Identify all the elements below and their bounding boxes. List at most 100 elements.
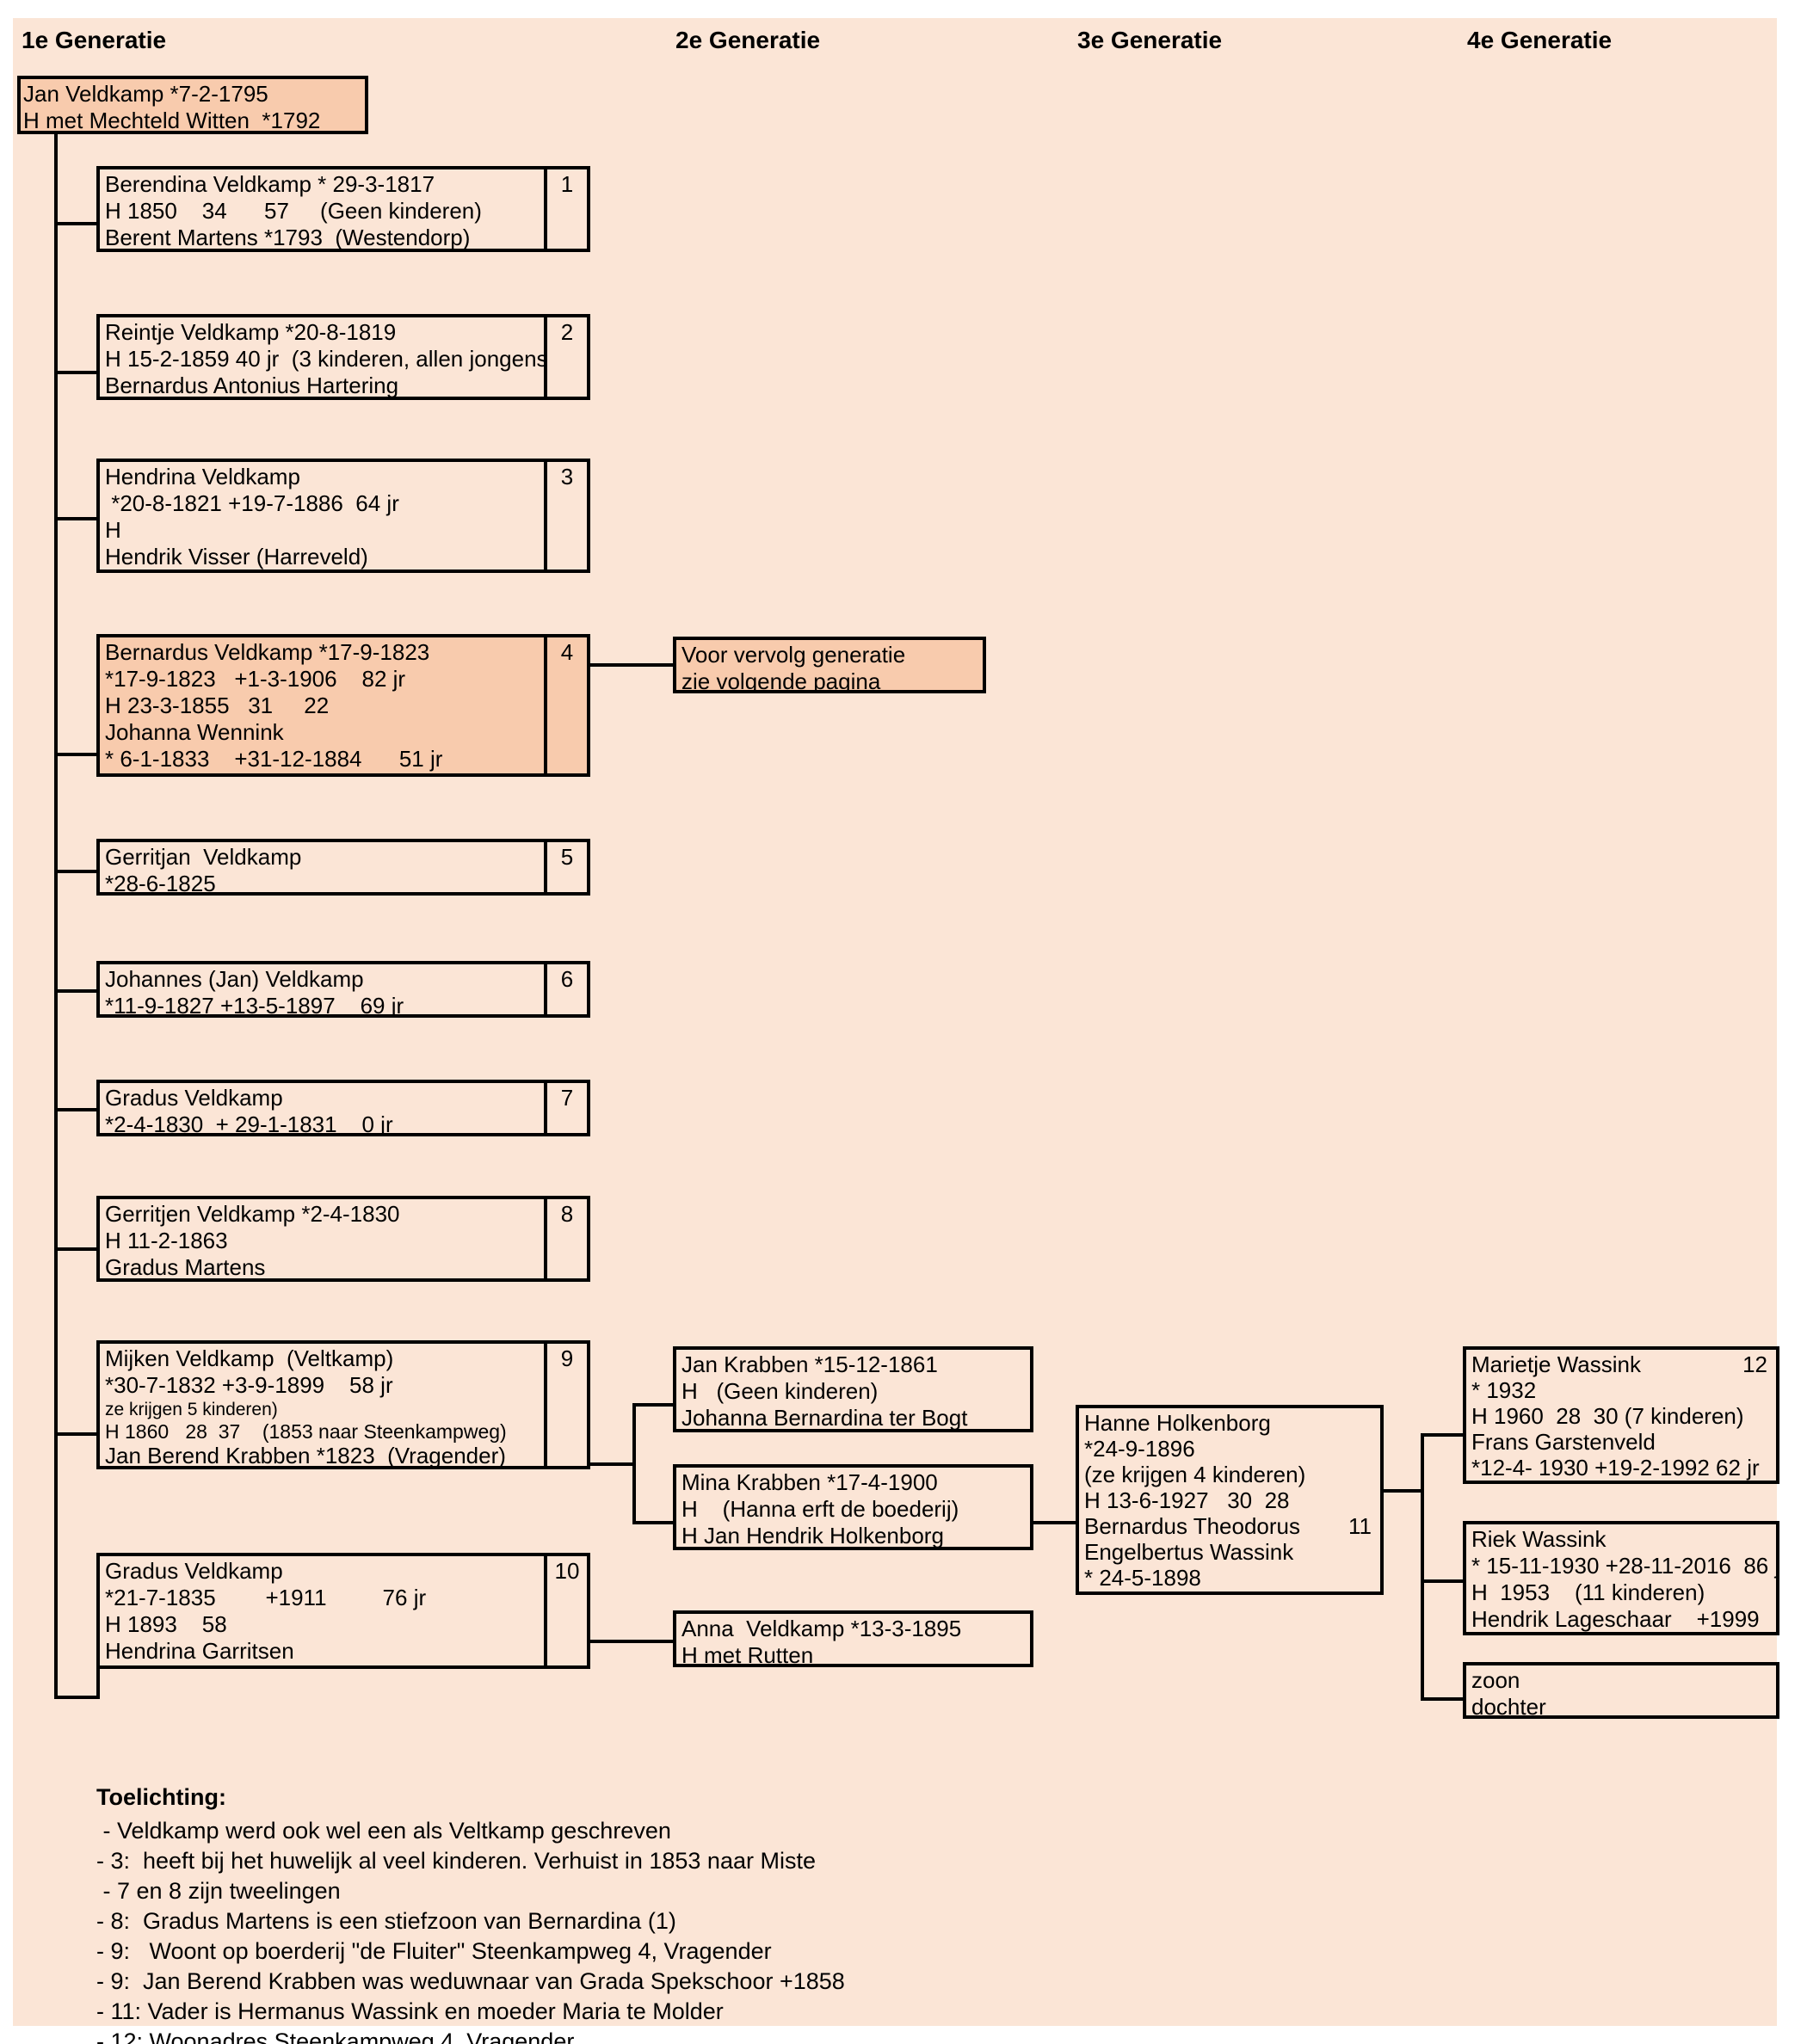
header-generation-3: 3e Generatie	[1077, 27, 1223, 53]
person-line: *30-7-1832 +3-9-1899 58 jr	[105, 1372, 393, 1398]
child-number-badge: 10	[544, 1556, 587, 1665]
person-line: H 1860 28 37 (1853 naar Steenkampweg)	[105, 1420, 507, 1443]
person-box-4-bernardus-highlighted: Bernardus Veldkamp *17-9-1823 *17-9-1823…	[96, 634, 590, 777]
person-line: dochter	[1471, 1694, 1546, 1715]
person-line: H 1893 58	[105, 1611, 227, 1637]
connector-to-marietje	[1421, 1433, 1463, 1437]
person-box-10-gradus: Gradus Veldkamp *21-7-1835 +1911 76 jr H…	[96, 1553, 590, 1669]
person-line: Johanna Wennink	[105, 719, 284, 745]
person-line: H 1850 34 57 (Geen kinderen)	[105, 198, 482, 224]
person-line: Bernardus Veldkamp *17-9-1823	[105, 639, 430, 665]
person-line: Marietje Wassink 12	[1471, 1351, 1776, 1377]
connector-stub-box10-riser	[96, 1665, 100, 1699]
connector-stub-box10-h	[54, 1696, 100, 1699]
person-line: Gerritjan Veldkamp	[105, 844, 302, 870]
connector-stub-box5	[54, 870, 96, 873]
person-box-3-hendrina: Hendrina Veldkamp *20-8-1821 +19-7-1886 …	[96, 459, 590, 573]
person-line: * 6-1-1833 +31-12-1884 51 jr	[105, 746, 443, 772]
person-line: Reintje Veldkamp *20-8-1819	[105, 319, 397, 345]
person-box-5-gerritjan: Gerritjan Veldkamp *28-6-1825 5	[96, 839, 590, 896]
toelichting-line: - 9: Jan Berend Krabben was weduwnaar va…	[96, 1968, 845, 1994]
person-line: Berent Martens *1793 (Westendorp)	[105, 225, 471, 249]
connector-trunk-gen1	[54, 134, 58, 1699]
person-box-8-gerritjen: Gerritjen Veldkamp *2-4-1830 H 11-2-1863…	[96, 1196, 590, 1282]
person-line: Gradus Veldkamp	[105, 1085, 283, 1111]
connector-mina-to-hanne	[1033, 1521, 1076, 1524]
connector-to-mina-krabben	[632, 1521, 673, 1524]
toelichting-line: - 9: Woont op boerderij "de Fluiter" Ste…	[96, 1938, 772, 1964]
toelichting-line: - Veldkamp werd ook wel een als Veltkamp…	[96, 1818, 671, 1844]
connector-stub-box2	[54, 371, 96, 374]
toelichting-line: - 7 en 8 zijn tweelingen	[96, 1878, 341, 1904]
connector-hanne-out	[1384, 1489, 1424, 1493]
person-line: H 1960 28 30 (7 kinderen)	[1471, 1403, 1744, 1429]
note-line: Voor vervolg generatie	[681, 642, 906, 668]
person-line: * 1932	[1471, 1377, 1537, 1403]
person-line: Jan Veldkamp *7-2-1795	[23, 81, 268, 107]
child-number-badge: 5	[544, 842, 587, 892]
toelichting-line: - 11: Vader is Hermanus Wassink en moede…	[96, 1998, 724, 2024]
person-line: H 11-2-1863	[105, 1228, 228, 1253]
person-line: H (Geen kinderen)	[681, 1378, 879, 1404]
child-number-badge: 12	[1742, 1351, 1767, 1377]
connector-stub-box9	[54, 1432, 96, 1436]
connector-hanne-split-vertical	[1421, 1433, 1424, 1701]
person-box-jan-krabben: Jan Krabben *15-12-1861 H (Geen kinderen…	[673, 1346, 1033, 1432]
person-line: Gerritjen Veldkamp *2-4-1830	[105, 1201, 400, 1227]
person-line: H 13-6-1927 30 28	[1084, 1487, 1290, 1513]
child-number-badge: 7	[544, 1083, 587, 1133]
person-box-root-jan-veldkamp: Jan Veldkamp *7-2-1795 H met Mechteld Wi…	[17, 76, 368, 134]
person-line: H met Rutten	[681, 1642, 814, 1664]
person-line: H 15-2-1859 40 jr (3 kinderen, allen jon…	[105, 346, 544, 372]
child-number-badge: 8	[544, 1199, 587, 1278]
child-number-badge: 3	[544, 462, 587, 569]
person-line: *28-6-1825	[105, 871, 216, 892]
person-line: Jan Berend Krabben *1823 (Vragender)	[105, 1443, 506, 1466]
connector-to-riek	[1421, 1579, 1463, 1583]
connector-box10-to-anna	[590, 1640, 673, 1643]
child-number-badge: 1	[544, 169, 587, 249]
person-line: Hendrina Veldkamp	[105, 464, 300, 489]
person-line: *2-4-1830 + 29-1-1831 0 jr	[105, 1111, 393, 1133]
person-line: Mina Krabben *17-4-1900	[681, 1469, 938, 1495]
person-line: Gradus Martens	[105, 1254, 266, 1278]
person-line: Frans Garstenveld	[1471, 1429, 1656, 1455]
person-line: Bernardus Theodorus 11	[1084, 1513, 1380, 1539]
note-line: zie volgende pagina	[681, 668, 881, 690]
toelichting-title: Toelichting:	[96, 1784, 226, 1810]
person-line: H (Hanna erft de boederij)	[681, 1496, 959, 1522]
person-line: ze krijgen 5 kinderen)	[105, 1400, 278, 1419]
person-box-riek-wassink: Riek Wassink * 15-11-1930 +28-11-2016 86…	[1463, 1521, 1779, 1635]
person-box-6-johannes: Johannes (Jan) Veldkamp *11-9-1827 +13-5…	[96, 961, 590, 1018]
connector-box9-out	[590, 1462, 635, 1466]
person-line-text: Bernardus Theodorus	[1084, 1513, 1301, 1539]
person-line: Hendrik Visser (Harreveld)	[105, 544, 368, 569]
person-line: * 15-11-1930 +28-11-2016 86 jr	[1471, 1553, 1776, 1579]
person-box-anna-veldkamp: Anna Veldkamp *13-3-1895 H met Rutten	[673, 1610, 1033, 1667]
person-line: H 1953 (11 kinderen)	[1471, 1579, 1705, 1605]
person-line: * 24-5-1898	[1084, 1565, 1201, 1591]
person-line: Berendina Veldkamp * 29-3-1817	[105, 171, 435, 197]
person-line: Jan Krabben *15-12-1861	[681, 1351, 938, 1377]
person-box-9-mijken: Mijken Veldkamp (Veltkamp) *30-7-1832 +3…	[96, 1340, 590, 1469]
person-line: *12-4- 1930 +19-2-1992 62 jr	[1471, 1455, 1760, 1481]
person-box-12-marietje-wassink: Marietje Wassink 12 * 1932 H 1960 28 30 …	[1463, 1346, 1779, 1484]
person-line: Hanne Holkenborg	[1084, 1410, 1271, 1436]
connector-to-zoon-dochter	[1421, 1697, 1463, 1701]
toelichting-line: - 8: Gradus Martens is een stiefzoon van…	[96, 1908, 676, 1934]
toelichting-line: - 3: heeft bij het huwelijk al veel kind…	[96, 1848, 816, 1874]
person-line: Bernardus Antonius Hartering	[105, 372, 399, 397]
connector-stub-box4	[54, 753, 96, 756]
person-box-1-berendina: Berendina Veldkamp * 29-3-1817 H 1850 34…	[96, 166, 590, 252]
connector-box4-to-continuation	[590, 663, 673, 667]
child-number-badge: 6	[544, 964, 587, 1014]
person-line: H 23-3-1855 31 22	[105, 693, 330, 718]
connector-to-jan-krabben	[632, 1403, 673, 1407]
person-line: *17-9-1823 +1-3-1906 82 jr	[105, 666, 406, 692]
person-line: Johannes (Jan) Veldkamp	[105, 966, 364, 992]
person-line: H Jan Hendrik Holkenborg	[681, 1523, 944, 1547]
person-line: (ze krijgen 4 kinderen)	[1084, 1462, 1306, 1487]
toelichting-notes: Toelichting: - Veldkamp werd ook wel een…	[96, 1778, 1129, 2044]
person-line: *21-7-1835 +1911 76 jr	[105, 1585, 427, 1610]
